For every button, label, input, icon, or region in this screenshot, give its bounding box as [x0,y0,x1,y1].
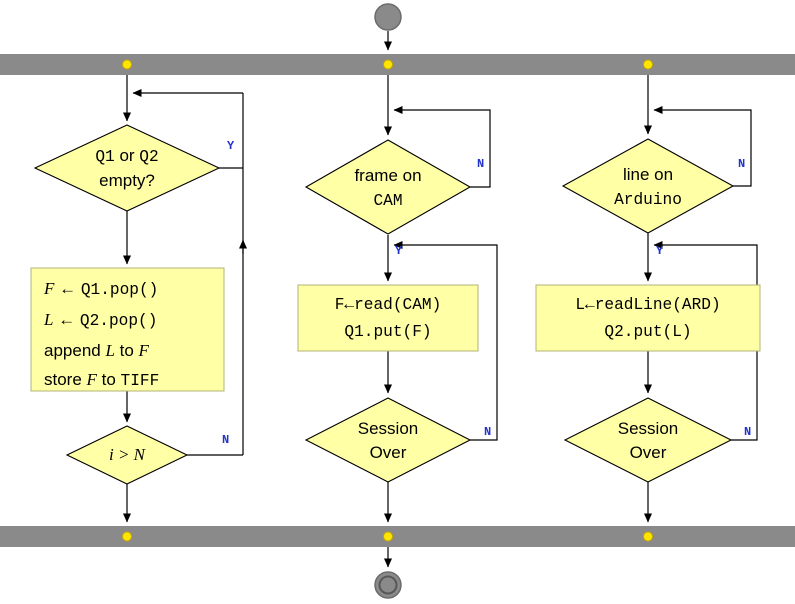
join-bar [0,526,795,547]
edges [123,31,758,568]
join-dot-right [643,531,653,542]
fork-bar [0,54,795,75]
branch-label-right-wait-no: N [738,157,746,171]
edge-mid-wait-loop [393,106,491,188]
left-process-shape [30,267,225,392]
fork-dot-right [643,59,653,70]
fork-dot-middle [383,59,393,70]
start-node [374,3,402,31]
branch-label-mid-yes: Y [395,244,403,258]
left-decision2-shape [65,425,189,485]
edge-mid-session-loop [393,241,498,441]
mid-process-shape [297,284,479,352]
branch-label-mid-session-no: N [484,425,492,439]
branch-label-left-yes: Y [227,139,235,153]
edge-right-wait-loop [653,106,752,187]
end-node-ring [378,575,398,595]
right-process-shape [535,284,761,352]
mid-process-label: F←read(CAM)Q1.put(F) [334,296,442,341]
left-decision-shape [33,124,221,212]
join-dot-middle [383,531,393,542]
fork-dot-left [122,59,132,70]
mid-decision2-shape [304,397,472,483]
branch-label-mid-wait-no: N [477,157,485,171]
branch-label-right-session-no: N [744,425,752,439]
mid-decision-shape [304,139,472,235]
left-decision2-label: i > N [108,445,146,464]
branch-label-right-yes: Y [656,244,664,258]
right-decision2-shape [563,397,733,483]
right-process-label: L←readLine(ARD)Q2.put(L) [575,296,721,341]
join-dot-left [122,531,132,542]
branch-label-left-no: N [222,433,230,447]
right-decision-shape [561,138,735,234]
